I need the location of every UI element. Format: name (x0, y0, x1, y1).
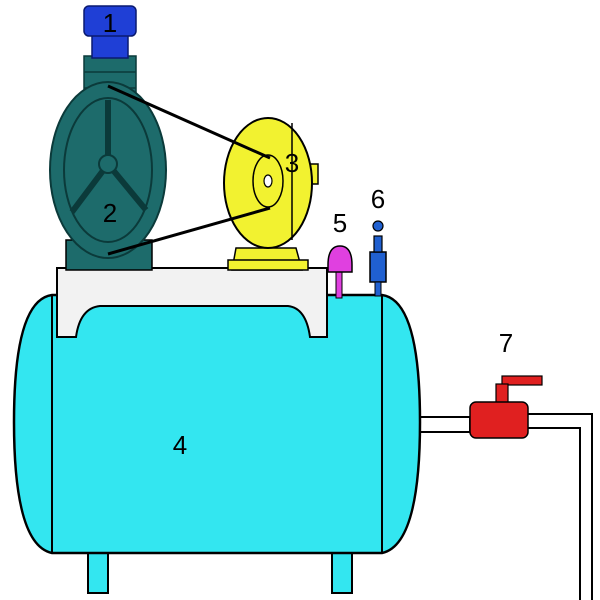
label-safety-valve: 6 (371, 184, 385, 214)
valve-cap (83, 5, 137, 59)
air-tank (12, 293, 422, 555)
motor (223, 117, 319, 271)
safety-valve (369, 220, 387, 297)
label-outlet-valve: 7 (499, 328, 513, 358)
outlet-pipe (417, 413, 593, 600)
label-tank: 4 (173, 430, 187, 460)
label-flywheel: 2 (103, 198, 117, 228)
outlet-valve (469, 375, 543, 439)
flywheel (49, 81, 167, 259)
label-motor: 3 (285, 148, 299, 178)
label-valve-cap: 1 (103, 8, 117, 38)
pressure-switch (327, 245, 353, 299)
drive-belt (107, 84, 271, 256)
label-pressure-switch: 5 (333, 208, 347, 238)
base-plate (56, 267, 328, 338)
